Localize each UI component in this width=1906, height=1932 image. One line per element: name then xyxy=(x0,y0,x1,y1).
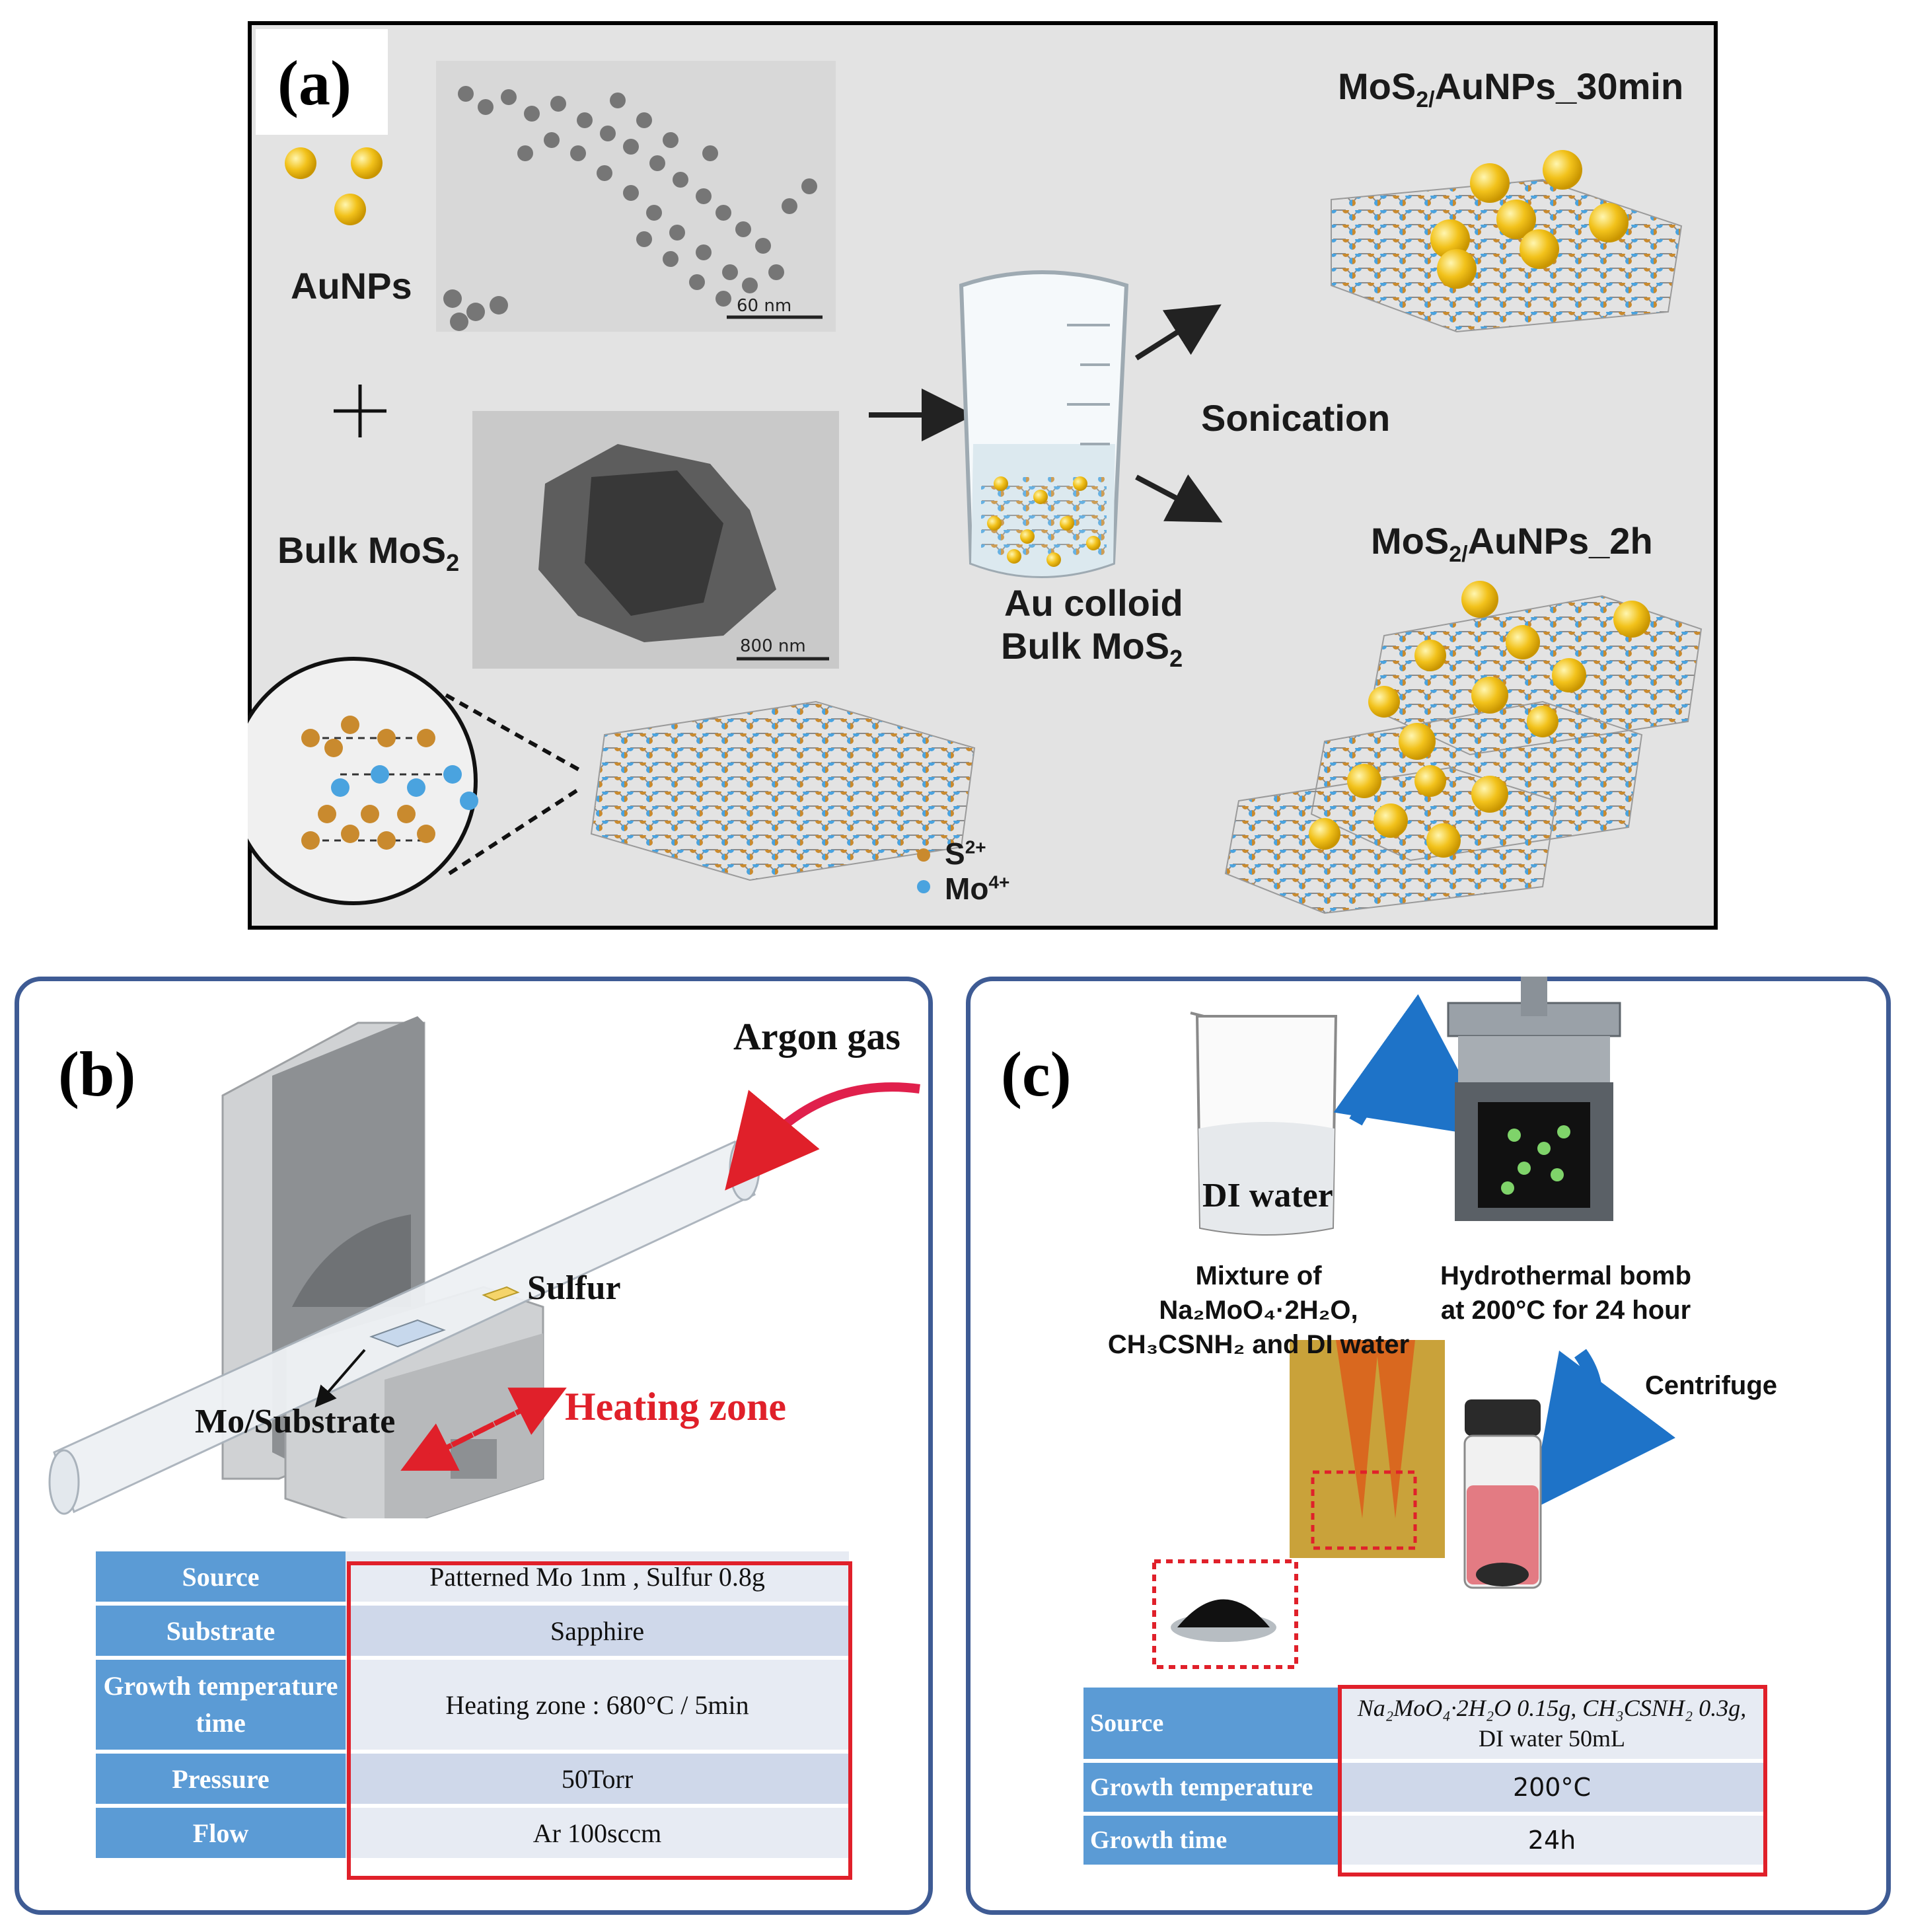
table-value: Ar 100sccm xyxy=(346,1808,849,1858)
beaker-label-line1: Au colloid xyxy=(1004,582,1183,624)
arrow-to-product-2h xyxy=(1135,474,1223,523)
hydrothermal-illustration xyxy=(1152,977,1675,1669)
product-2h-sheets xyxy=(1224,581,1703,914)
panel-b-label: (b) xyxy=(58,1039,136,1109)
table-row: Flow Ar 100sccm xyxy=(96,1808,849,1858)
vial-icon xyxy=(1463,1399,1542,1589)
table-key: Source xyxy=(1083,1688,1340,1759)
table-row: Source Patterned Mo 1nm , Sulfur 0.8g xyxy=(96,1551,849,1602)
zoom-lines xyxy=(445,693,583,875)
argon-gas-label: Argon gas xyxy=(733,1015,900,1058)
table-value: Patterned Mo 1nm , Sulfur 0.8g xyxy=(346,1551,849,1602)
panel-c-label: (c) xyxy=(1001,1039,1072,1109)
sulfur-label: Sulfur xyxy=(527,1269,621,1307)
table-key: Source xyxy=(96,1551,346,1602)
panel-c-highlight-box xyxy=(1338,1685,1767,1876)
bomb-caption: Hydrothermal bomb at 200°C for 24 hour xyxy=(1420,1259,1711,1327)
table-key: Growth time xyxy=(1083,1816,1340,1865)
heating-zone-label: Heating zone xyxy=(565,1385,786,1429)
panel-c-parameter-table: Source Na₂MoO₄·2H₂O 0.15g, CH₃CSNH₂ 0.3g… xyxy=(1083,1684,1764,1869)
sonication-label: Sonication xyxy=(1201,397,1391,439)
panel-a-label: (a) xyxy=(277,48,351,118)
centrifuge-label: Centrifuge xyxy=(1645,1371,1777,1400)
panel-a-illustration xyxy=(248,61,1703,914)
aunps-label: AuNPs xyxy=(291,265,412,307)
table-value-line1: Na₂MoO₄·2H₂O 0.15g, CH₃CSNH₂ 0.3g, xyxy=(1357,1695,1747,1721)
beaker-label-line2: Bulk MoS2 xyxy=(1001,625,1183,673)
bomb-caption-line1: Hydrothermal bomb xyxy=(1440,1261,1692,1290)
product-30min-label: MoS2/AuNPs_30min xyxy=(1338,65,1684,113)
table-row: Substrate Sapphire xyxy=(96,1606,849,1656)
panel-a-label-box xyxy=(256,29,388,135)
panel-b-highlight-box xyxy=(347,1561,852,1880)
table-key: Pressure xyxy=(96,1754,346,1804)
mos2-sheet xyxy=(590,700,976,881)
tem-image-bulk-mos2 xyxy=(472,411,839,669)
legend-sulfur-label: S2+ xyxy=(945,836,986,871)
table-row: Growth temperature time Heating zone : 6… xyxy=(96,1660,849,1750)
table-value: 50Torr xyxy=(346,1754,849,1804)
product-2h-label: MoS2/AuNPs_2h xyxy=(1371,520,1653,568)
bulk-mos2-label: Bulk MoS2 xyxy=(277,529,460,577)
table-key: Flow xyxy=(96,1808,346,1858)
centrifuge-tube-photo xyxy=(1290,1340,1445,1558)
plus-icon xyxy=(334,385,386,437)
table-value-line2: DI water 50mL xyxy=(1479,1725,1625,1752)
legend-mo-label: Mo4+ xyxy=(945,872,1010,906)
mo-substrate-label: Mo/Substrate xyxy=(195,1403,396,1440)
tem-image-aunps xyxy=(436,61,836,332)
crystal-structure-icon xyxy=(248,657,478,905)
di-water-label: DI water xyxy=(1202,1177,1333,1214)
tem1-scale-label: 60 nm xyxy=(737,296,792,316)
pellet-zoom-icon xyxy=(1152,1559,1298,1669)
furnace-illustration xyxy=(48,1016,920,1518)
arrow-to-product-30min xyxy=(1134,304,1222,361)
table-value: Heating zone : 680°C / 5min xyxy=(346,1660,849,1750)
table-value: 24h xyxy=(1340,1816,1764,1865)
bomb-caption-line2: at 200°C for 24 hour xyxy=(1440,1296,1691,1325)
table-row: Growth time 24h xyxy=(1083,1816,1764,1865)
panel-b-parameter-table: Source Patterned Mo 1nm , Sulfur 0.8g Su… xyxy=(96,1547,849,1862)
table-key: Substrate xyxy=(96,1606,346,1656)
table-row: Source Na₂MoO₄·2H₂O 0.15g, CH₃CSNH₂ 0.3g… xyxy=(1083,1688,1764,1759)
legend-mo-dot xyxy=(917,880,930,893)
di-water-beaker-icon xyxy=(1190,1012,1338,1236)
table-value: Sapphire xyxy=(346,1606,849,1656)
legend-sulfur-dot xyxy=(917,848,930,862)
table-key: Growth temperature time xyxy=(96,1660,346,1750)
aunp-icon xyxy=(285,147,383,225)
mixture-caption-line1: Mixture of Na₂MoO₄·2H₂O, xyxy=(1159,1261,1358,1325)
hydrothermal-bomb-icon xyxy=(1447,977,1621,1221)
table-value: 200°C xyxy=(1340,1763,1764,1812)
table-value: Na₂MoO₄·2H₂O 0.15g, CH₃CSNH₂ 0.3g, DI wa… xyxy=(1340,1688,1764,1759)
mixture-caption: Mixture of Na₂MoO₄·2H₂O, CH₃CSNH₂ and DI… xyxy=(1100,1259,1417,1362)
beaker-icon xyxy=(959,270,1129,578)
table-row: Pressure 50Torr xyxy=(96,1754,849,1804)
product-30min-sheet xyxy=(1331,150,1683,333)
tem2-scale-label: 800 nm xyxy=(740,636,806,656)
table-row: Growth temperature 200°C xyxy=(1083,1763,1764,1812)
table-key: Growth temperature xyxy=(1083,1763,1340,1812)
mixture-caption-line2: CH₃CSNH₂ and DI water xyxy=(1107,1330,1410,1359)
